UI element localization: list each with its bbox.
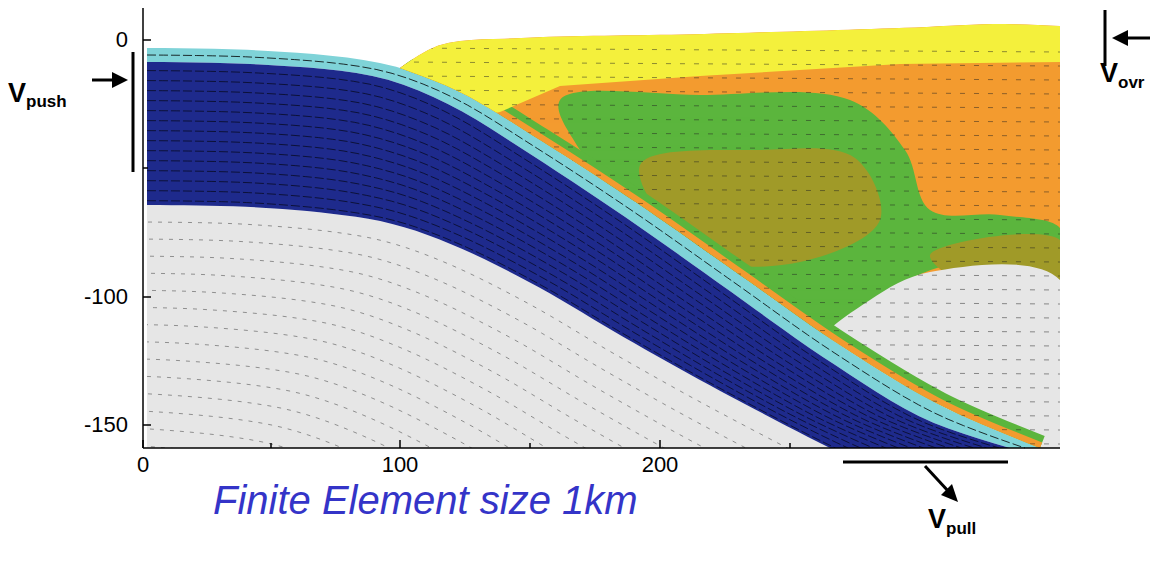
depth-tick-label: -150 xyxy=(84,414,128,436)
velocity-label: Vovr xyxy=(1100,60,1144,91)
velocity-label: Vpush xyxy=(8,80,67,111)
distance-tick-label: 100 xyxy=(382,454,419,476)
axes xyxy=(143,8,1060,448)
distance-tick-label: 0 xyxy=(137,454,149,476)
depth-tick-label: -100 xyxy=(84,286,128,308)
velocity-markers xyxy=(92,10,1150,502)
lithosphere-zone xyxy=(639,148,881,267)
depth-tick-label: 0 xyxy=(116,29,128,51)
velocity-label: Vpull xyxy=(928,506,976,537)
caption: Finite Element size 1km xyxy=(213,480,638,520)
distance-tick-label: 200 xyxy=(642,454,679,476)
sediment-layer xyxy=(400,24,1060,118)
velocity-field xyxy=(0,48,1060,567)
orange-strip xyxy=(400,68,1040,448)
green-strip xyxy=(400,68,1040,448)
